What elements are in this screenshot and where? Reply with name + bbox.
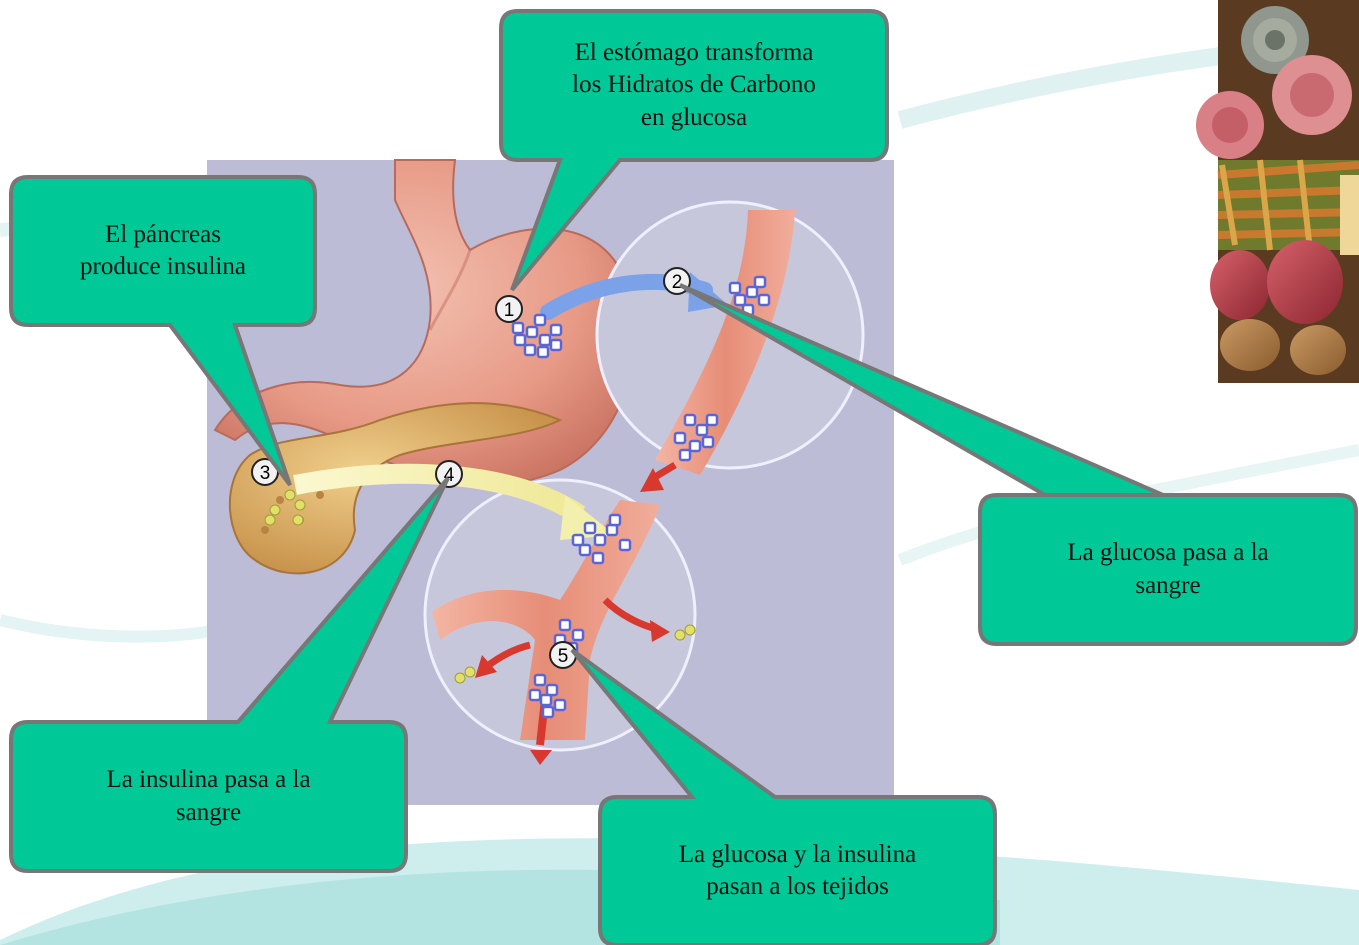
- glucose-molecule: [551, 340, 561, 350]
- glucose-molecule: [675, 433, 685, 443]
- svg-text:5: 5: [558, 646, 569, 667]
- svg-text:1: 1: [504, 300, 515, 321]
- callout-glucose-blood-line-1: La glucosa pasa a la: [1067, 537, 1268, 570]
- glucose-molecule: [515, 335, 525, 345]
- glucose-molecule: [551, 325, 561, 335]
- glucose-molecule: [690, 441, 700, 451]
- callout-tissues-text: La glucosa y la insulina pasan a los tej…: [600, 797, 995, 945]
- glucose-molecule: [620, 540, 630, 550]
- insulin-molecule: [685, 625, 695, 635]
- callout-pancreas-line-2: produce insulina: [80, 251, 246, 284]
- glucose-molecule: [573, 535, 583, 545]
- glucose-molecule: [535, 675, 545, 685]
- glucose-molecule: [580, 545, 590, 555]
- glucose-molecule: [513, 323, 523, 333]
- glucose-molecule: [707, 415, 717, 425]
- svg-text:3: 3: [260, 463, 271, 484]
- callout-glucose-blood-line-2: sangre: [1067, 570, 1268, 603]
- callout-insulin-blood-line-1: La insulina pasa a la: [106, 764, 310, 797]
- glucose-molecule: [607, 525, 617, 535]
- callout-glucose-blood-text: La glucosa pasa a la sangre: [980, 495, 1356, 644]
- glucose-molecule: [755, 277, 765, 287]
- glucose-molecule: [747, 287, 757, 297]
- glucose-molecule: [585, 523, 595, 533]
- callout-stomach-line-1: El estómago transforma: [572, 37, 816, 70]
- glucose-molecule: [547, 685, 557, 695]
- glucose-molecule: [610, 515, 620, 525]
- insulin-molecule: [295, 500, 305, 510]
- glucose-molecule: [538, 347, 548, 357]
- callout-pancreas-text: El páncreas produce insulina: [11, 177, 315, 325]
- glucose-molecule: [595, 535, 605, 545]
- insulin-molecule: [293, 515, 303, 525]
- glucose-molecule: [540, 335, 550, 345]
- glucose-molecule: [573, 630, 583, 640]
- callout-insulin-blood-line-2: sangre: [106, 797, 310, 830]
- insulin-molecule: [265, 515, 275, 525]
- step-marker-4: 4: [436, 461, 462, 487]
- callout-tissues-line-1: La glucosa y la insulina: [679, 839, 916, 872]
- glucose-molecule: [703, 437, 713, 447]
- svg-text:2: 2: [672, 272, 683, 293]
- insulin-molecule: [675, 630, 685, 640]
- callout-insulin-blood-text: La insulina pasa a la sangre: [11, 722, 406, 871]
- insulin-molecule: [465, 667, 475, 677]
- glucose-molecule: [680, 450, 690, 460]
- glucose-molecule: [560, 620, 570, 630]
- glucose-molecule: [730, 283, 740, 293]
- callout-tissues-line-2: pasan a los tejidos: [679, 871, 916, 904]
- glucose-molecule: [697, 425, 707, 435]
- glucose-molecule: [530, 690, 540, 700]
- glucose-molecule: [555, 700, 565, 710]
- callout-stomach-line-3: en glucosa: [572, 102, 816, 135]
- glucose-molecule: [535, 315, 545, 325]
- callout-stomach-text: El estómago transforma los Hidratos de C…: [501, 11, 887, 160]
- insulin-molecule: [285, 490, 295, 500]
- step-marker-5: 5: [550, 642, 576, 668]
- glucose-molecule: [543, 707, 553, 717]
- glucose-molecule: [541, 695, 551, 705]
- callout-stomach-line-2: los Hidratos de Carbono: [572, 69, 816, 102]
- glucose-molecule: [759, 295, 769, 305]
- pasta-and-potatoes-photo: [1196, 0, 1359, 383]
- insulin-molecule: [455, 673, 465, 683]
- glucose-molecule: [685, 415, 695, 425]
- glucose-molecule: [525, 345, 535, 355]
- step-marker-1: 1: [496, 296, 522, 322]
- glucose-molecule: [593, 553, 603, 563]
- glucose-molecule: [735, 295, 745, 305]
- callout-pancreas-line-1: El páncreas: [80, 219, 246, 252]
- glucose-molecule: [527, 327, 537, 337]
- insulin-molecule: [270, 505, 280, 515]
